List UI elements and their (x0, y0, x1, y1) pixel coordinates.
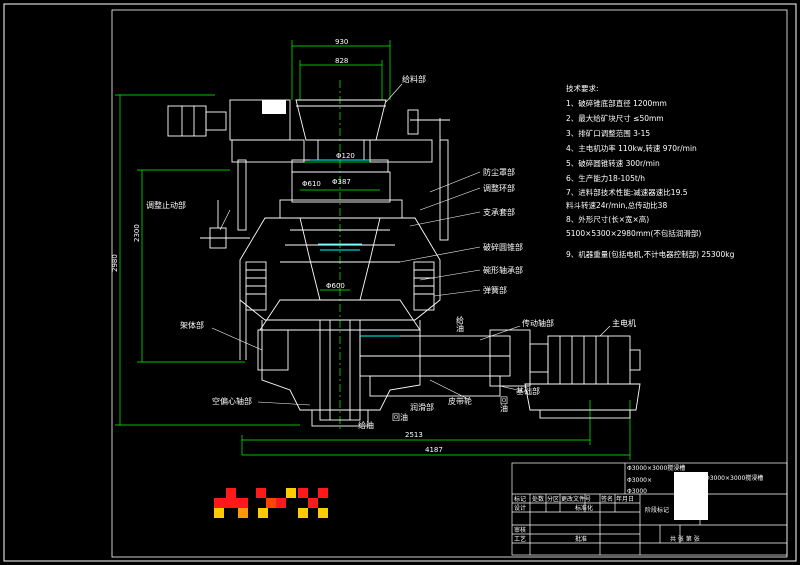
label-belt-pulley: 皮带轮 (448, 396, 472, 406)
feed-motor (167, 105, 207, 137)
dimension-lines (115, 40, 631, 460)
label-dust-cover: 防尘罩部 (483, 167, 515, 177)
requirement-item: 1、破碎锥底部直径 1200mm (566, 98, 667, 108)
inner-border (111, 9, 788, 558)
tb-approve: 批准 (575, 535, 587, 543)
dim-2980: 2980 (111, 254, 119, 272)
dim-2300: 2300 (133, 224, 141, 242)
label-base: 基础部 (516, 386, 540, 396)
label-drive-shaft: 传动轴部 (522, 318, 554, 328)
label-oil-feed-vertical: 给油 (456, 315, 465, 333)
requirement-item: 5100×5300×2980mm(不包括润滑部) (566, 228, 701, 238)
accent-lines (310, 159, 400, 337)
crusher-drawing (167, 99, 641, 427)
requirement-item: 2、最大给矿块尺寸 ≤50mm (566, 113, 664, 123)
label-oil-return: 回油 (392, 412, 408, 422)
tb-process: 工艺 (514, 535, 526, 543)
requirement-item: 7、进料部技术性能:减速器速比19.5 (566, 187, 688, 197)
dim-930: 930 (335, 38, 348, 46)
tb-header-count: 处数 (532, 495, 544, 503)
requirement-item: 5、破碎圆锥转速 300r/min (566, 158, 660, 168)
tb-design: 设计 (514, 504, 526, 512)
label-feed: 给料部 (402, 74, 426, 84)
tb-header-date: 年月日 (616, 495, 634, 503)
title-block (511, 462, 788, 556)
label-eccentric: 空偏心轴部 (212, 396, 252, 406)
tb-standard: 标准化 (575, 504, 593, 512)
dim-4187: 4187 (425, 446, 443, 454)
label-adjust-start: 调整止动部 (146, 200, 186, 210)
dim-phi600: Φ600 (326, 282, 345, 290)
label-bowl-bearing: 碗形轴承部 (483, 265, 523, 275)
label-main-motor: 主电机 (612, 318, 636, 328)
title-main-1b: Φ3000×3000搅浸槽 (705, 474, 763, 482)
technical-requirements: 技术要求: 1、破碎锥底部直径 1200mm 2、最大给矿块尺寸 ≤50mm 3… (566, 83, 735, 259)
tb-review: 审核 (514, 526, 526, 534)
requirement-item: 4、主电机功率 110kw,转速 970r/min (566, 143, 697, 153)
label-frame: 架体部 (180, 320, 204, 330)
tb-stage: 阶段标记 (645, 506, 669, 514)
label-lube: 润滑部 (410, 402, 434, 412)
crush-cone-outline (239, 217, 441, 321)
outer-border (3, 3, 797, 562)
left-column (237, 159, 247, 231)
requirement-item: 8、外形尺寸(长×宽×高) (566, 214, 649, 224)
title-main-3: Φ3000 (627, 488, 647, 495)
requirement-item: 6、生产能力18-105t/h (566, 173, 645, 183)
label-adjust-ring: 调整环部 (483, 183, 515, 193)
requirement-item: 3、排矿口调整范围 3-15 (566, 128, 650, 138)
right-column (439, 139, 449, 241)
label-oil-in: 给油 (358, 420, 374, 430)
tb-header-mark: 标记 (514, 495, 526, 503)
dim-phi387: Φ387 (332, 178, 351, 186)
tb-sheets: 共 张 第 张 (670, 535, 700, 543)
pixel-logo (214, 488, 328, 518)
tb-header-sign: 签名 (601, 495, 613, 503)
requirement-item: 9、机器重量(包括电机,不计电器控制部) 25300kg (566, 249, 735, 259)
requirements-title: 技术要求: (566, 83, 599, 93)
redaction-block (674, 472, 708, 520)
title-main-1: Φ3000×3000搅浸槽 (627, 464, 685, 472)
label-crush-cone: 破碎圆锥部 (483, 242, 523, 252)
label-return-oil-vertical: 回油 (500, 396, 509, 413)
dim-phi610: Φ610 (302, 180, 321, 188)
dust-cover (291, 171, 391, 203)
title-main-2: Φ3000× (627, 477, 652, 484)
label-support-sleeve: 支承套部 (483, 207, 515, 217)
tb-header-zone: 分区 (547, 495, 559, 503)
dim-phi120: Φ120 (336, 152, 355, 160)
tb-header-docno: 更改文件号 (561, 495, 591, 503)
dim-828: 828 (335, 57, 348, 65)
frame-body (261, 320, 421, 411)
dim-2513: 2513 (405, 431, 423, 439)
label-spring: 弹簧部 (483, 285, 507, 295)
requirement-item: 料斗转速24r/min,总传动比38 (566, 200, 667, 210)
base (524, 383, 641, 411)
leader-lines (211, 83, 611, 406)
